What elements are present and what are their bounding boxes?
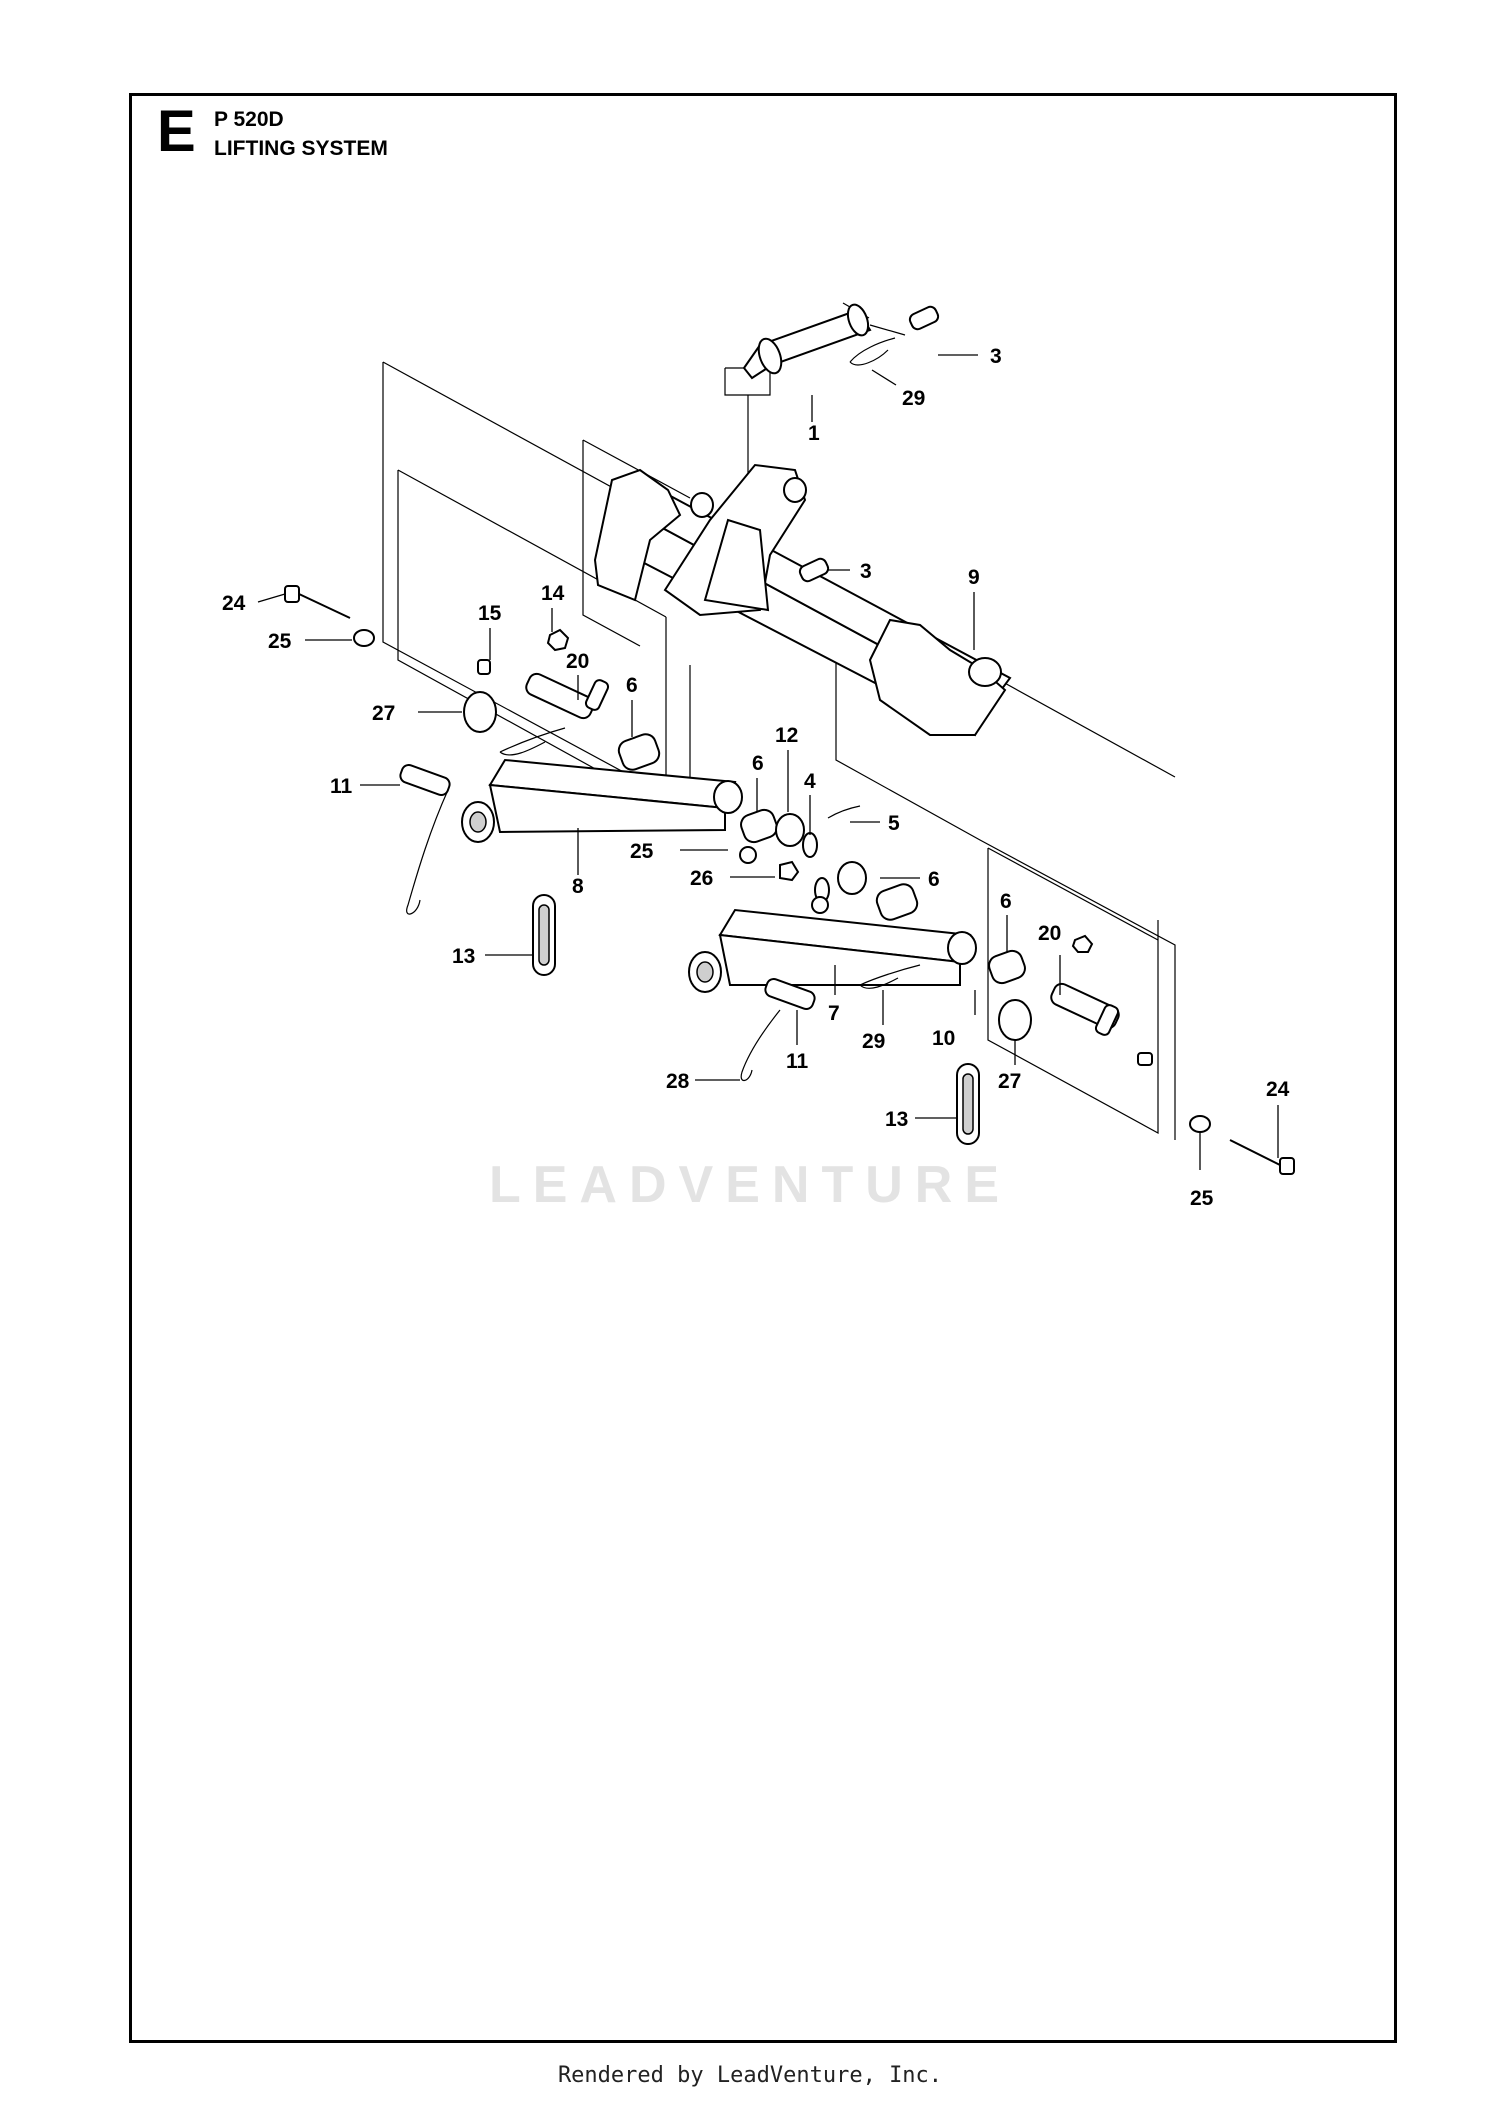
strap-left <box>532 894 556 976</box>
callout-29: 29 <box>862 1030 885 1053</box>
callout-20: 20 <box>566 650 589 673</box>
clevis-pin-middle <box>798 557 830 583</box>
callout-1: 1 <box>808 422 820 445</box>
strap-right <box>956 1063 980 1145</box>
page-title: LIFTING SYSTEM <box>214 137 388 160</box>
axle-right <box>1050 982 1120 1036</box>
callout-13: 13 <box>452 945 475 968</box>
callout-14: 14 <box>541 582 565 605</box>
callout-6: 6 <box>752 752 764 775</box>
small-fasteners <box>477 628 1153 1066</box>
callout-13: 13 <box>885 1108 908 1131</box>
lock-pin-right <box>740 977 816 1081</box>
callout-28: 28 <box>666 1070 690 1093</box>
callout-labels: 1 3 29 3 9 24 25 14 15 20 6 27 12 6 4 5 … <box>222 345 1290 1210</box>
callout-11: 11 <box>330 775 353 798</box>
callout-27: 27 <box>372 702 395 725</box>
right-lift-arm-part <box>688 908 977 993</box>
diagram-frame <box>129 93 1397 2043</box>
callout-26: 26 <box>690 867 713 890</box>
callout-3: 3 <box>860 560 872 583</box>
callout-24: 24 <box>222 592 246 615</box>
watermark-text: LEADVENTURE <box>488 1156 1012 1214</box>
callout-6: 6 <box>626 674 638 697</box>
model-name: P 520D <box>214 108 284 131</box>
callout-10: 10 <box>932 1027 955 1050</box>
axle-left <box>525 672 610 720</box>
spring-clips <box>499 337 921 989</box>
bushings <box>463 691 1032 1041</box>
left-lift-arm-part <box>461 758 743 843</box>
leader-lines <box>257 354 1279 1170</box>
callout-6: 6 <box>1000 890 1012 913</box>
callout-25: 25 <box>268 630 292 653</box>
lock-pin-left <box>399 763 451 915</box>
callout-12: 12 <box>775 724 798 747</box>
callout-7: 7 <box>828 1002 840 1025</box>
gas-strut-part <box>742 302 906 380</box>
callout-6: 6 <box>928 868 940 891</box>
callout-25: 25 <box>1190 1187 1214 1210</box>
callout-3: 3 <box>990 345 1002 368</box>
callout-8: 8 <box>572 875 584 898</box>
callout-27: 27 <box>998 1070 1021 1093</box>
section-letter: E <box>157 99 196 164</box>
lift-frame-part <box>593 463 1012 737</box>
callout-11: 11 <box>786 1050 809 1073</box>
callout-24: 24 <box>1266 1078 1290 1101</box>
callout-9: 9 <box>968 566 980 589</box>
callout-29: 29 <box>902 387 925 410</box>
callout-15: 15 <box>478 602 502 625</box>
callout-4: 4 <box>804 770 816 793</box>
bolt-left <box>284 585 375 647</box>
callout-5: 5 <box>888 812 900 835</box>
clevis-pin-upper <box>908 305 940 331</box>
bolt-right <box>1189 1115 1295 1175</box>
footer-credit: Rendered by LeadVenture, Inc. <box>557 2063 943 2088</box>
callout-25: 25 <box>630 840 654 863</box>
callout-20: 20 <box>1038 922 1061 945</box>
